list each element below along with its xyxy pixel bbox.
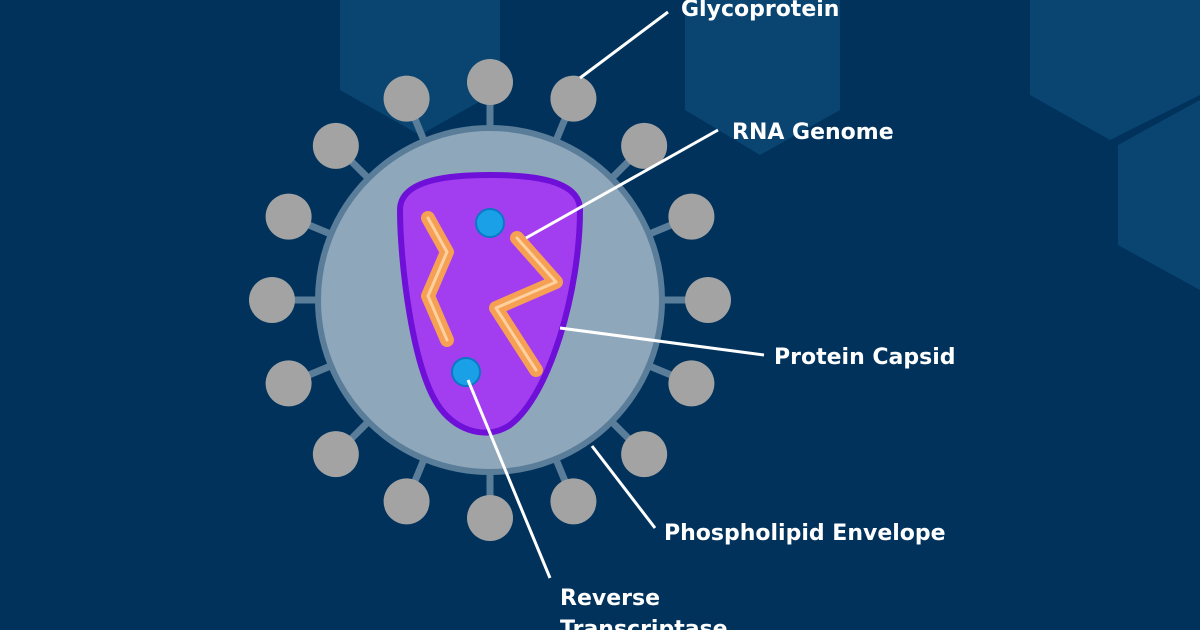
hexagon-shape bbox=[1030, 0, 1200, 140]
glycoprotein-knob bbox=[621, 431, 668, 478]
leader-line-protein-capsid bbox=[559, 326, 765, 357]
rna-strand-highlight bbox=[426, 216, 449, 342]
reverse-transcriptase-enzyme bbox=[475, 208, 505, 238]
glycoprotein-knob bbox=[383, 478, 430, 525]
glycoprotein-knob bbox=[668, 193, 715, 240]
glycoprotein-knob bbox=[685, 277, 731, 323]
glycoprotein-knob bbox=[467, 495, 513, 541]
rna-strand-highlight bbox=[494, 236, 558, 372]
leader-line-phospholipid-envelope bbox=[590, 445, 657, 529]
leader-line-rna-genome bbox=[525, 128, 719, 240]
label-reverse-transcriptase-line2: Transcriptase bbox=[560, 617, 728, 630]
glycoprotein-knob bbox=[668, 360, 715, 407]
glycoprotein-knob bbox=[467, 59, 513, 105]
glycoprotein-knob bbox=[265, 193, 312, 240]
label-glycoprotein: Glycoprotein bbox=[681, 0, 839, 22]
glycoprotein-knob bbox=[621, 122, 668, 169]
glycoprotein-knob bbox=[312, 431, 359, 478]
glycoprotein-knob bbox=[383, 75, 430, 122]
label-rna-genome: RNA Genome bbox=[732, 120, 894, 145]
label-reverse-transcriptase-line1: Reverse bbox=[560, 586, 660, 611]
leader-line-reverse-transcriptase bbox=[466, 379, 552, 579]
leader-line-glycoprotein bbox=[579, 10, 669, 80]
glycoprotein-knob bbox=[550, 75, 597, 122]
label-phospholipid-envelope: Phospholipid Envelope bbox=[664, 521, 946, 546]
background-hexagons bbox=[340, 0, 1200, 290]
glycoprotein-knob bbox=[265, 360, 312, 407]
reverse-transcriptase-enzyme bbox=[451, 357, 481, 387]
label-protein-capsid: Protein Capsid bbox=[774, 345, 956, 370]
glycoprotein-knob bbox=[550, 478, 597, 525]
hexagon-shape bbox=[1118, 100, 1200, 290]
rna-genome bbox=[421, 211, 563, 377]
hexagon-shape bbox=[685, 0, 840, 155]
glycoprotein-knob bbox=[312, 122, 359, 169]
leader-lines bbox=[466, 10, 765, 579]
hexagon-shape bbox=[340, 0, 500, 135]
glycoprotein-knob bbox=[249, 277, 295, 323]
